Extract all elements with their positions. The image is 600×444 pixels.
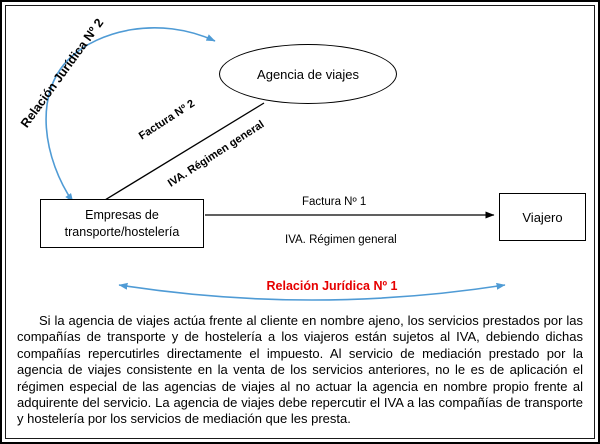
diagonal-factura-2-arrow xyxy=(81,102,265,215)
empresas-transporte-box: Empresas de transporte/hostelería xyxy=(40,199,204,248)
viajero-label: Viajero xyxy=(522,209,563,225)
empresas-label-line2: transporte/hostelería xyxy=(64,224,180,239)
empresas-label-line1: Empresas de xyxy=(85,207,159,222)
relacion-juridica-1-label: Relación Jurídica Nº 1 xyxy=(266,279,398,293)
blue-arc-relacion-1-arrow xyxy=(118,282,506,301)
blue-curve-relacion-2-arrow xyxy=(45,27,216,203)
agencia-viajes-label: Agencia de viajes xyxy=(257,66,359,82)
viajero-box: Viajero xyxy=(499,193,586,241)
factura-1-label: Factura Nº 1 xyxy=(302,196,367,208)
iva-regimen-general-horizontal-label: IVA. Régimen general xyxy=(285,234,397,246)
description-paragraph: Si la agencia de viajes actúa frente al … xyxy=(17,313,583,427)
agencia-viajes-ellipse: Agencia de viajes xyxy=(219,44,397,104)
